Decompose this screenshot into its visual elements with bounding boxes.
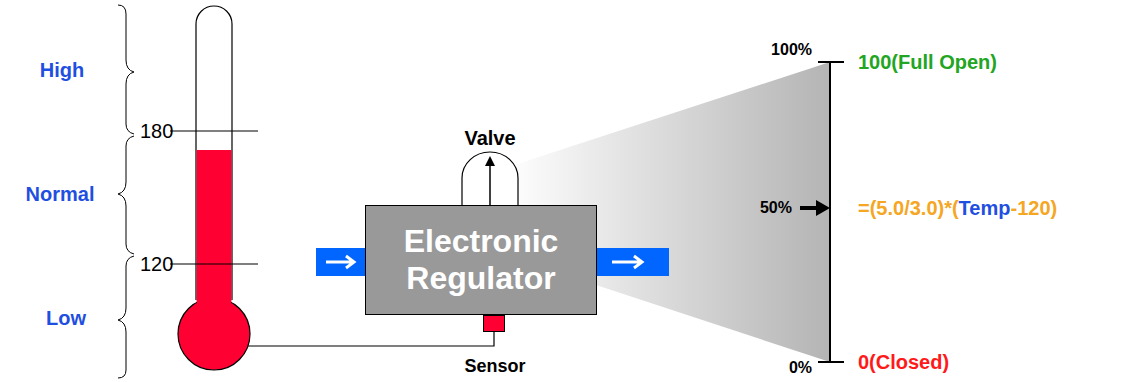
formula-variable: Temp bbox=[959, 198, 1011, 218]
sensor-block bbox=[483, 315, 505, 332]
level-label: Low bbox=[46, 308, 86, 328]
formula-part: =(5.0/3.0)*( bbox=[858, 198, 959, 218]
percent-mark: 50% bbox=[760, 200, 792, 216]
scale-pointer bbox=[800, 200, 830, 216]
sensor-label: Sensor bbox=[455, 357, 535, 375]
level-label: Normal bbox=[26, 184, 95, 204]
percent-mark: 0% bbox=[789, 360, 812, 376]
temperature-mark: 120 bbox=[140, 254, 173, 274]
level-label: High bbox=[40, 60, 84, 80]
valve-state: 0(Closed) bbox=[858, 352, 949, 372]
process-box: Electronic Regulator bbox=[365, 205, 597, 315]
box-title: Electronic Regulator bbox=[373, 223, 589, 297]
valve-state: 100(Full Open) bbox=[858, 52, 997, 72]
valve-dome bbox=[450, 150, 530, 206]
percent-mark: 100% bbox=[771, 42, 812, 58]
sensor-wire bbox=[240, 332, 494, 346]
valve-symbol: Valve bbox=[450, 128, 530, 206]
brace bbox=[118, 5, 134, 378]
valve-label: Valve bbox=[450, 128, 530, 148]
temperature-mark: 180 bbox=[140, 121, 173, 141]
sensor-box: Sensor bbox=[455, 315, 535, 379]
thermometer bbox=[170, 6, 258, 370]
formula-part: -120) bbox=[1010, 198, 1057, 218]
